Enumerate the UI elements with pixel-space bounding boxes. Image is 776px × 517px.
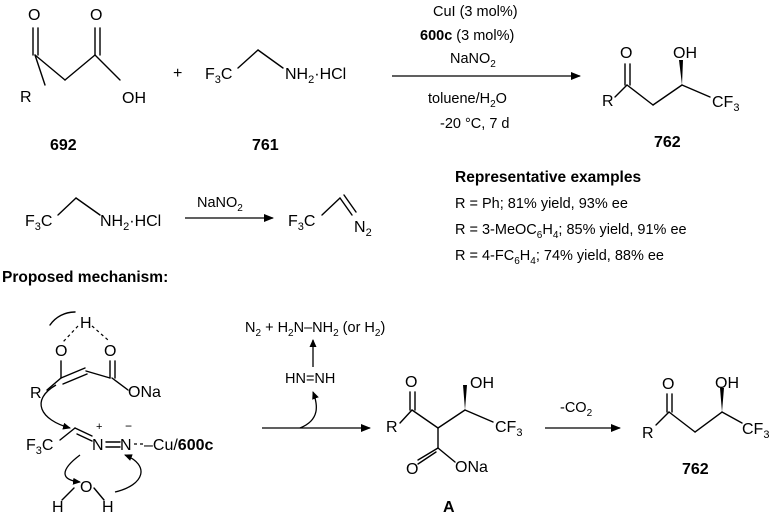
svg-text:OH: OH — [673, 45, 697, 62]
label-762: 762 — [654, 134, 681, 151]
example-2: R = 3-MeOC6H4; 85% yield, 91% ee — [455, 222, 687, 241]
compound-692: O R O OH 692 — [20, 7, 146, 154]
final-product-762: O R OH CF3 762 — [642, 375, 769, 478]
svg-text:OH: OH — [715, 375, 739, 392]
svg-text:F3C: F3C — [25, 213, 52, 233]
svg-text:O: O — [620, 45, 632, 62]
svg-text:O: O — [406, 461, 418, 478]
svg-text:−: − — [125, 419, 132, 433]
svg-text:O: O — [104, 343, 116, 360]
svg-text:–Cu/600c: –Cu/600c — [144, 437, 213, 454]
mechanism-heading: Proposed mechanism: — [2, 269, 168, 286]
svg-text:OH: OH — [470, 375, 494, 392]
label-761: 761 — [252, 137, 279, 154]
svg-text:R: R — [642, 425, 654, 442]
svg-text:CF3: CF3 — [742, 421, 769, 441]
svg-text:O: O — [405, 374, 417, 391]
compound-761: F3C NH2·HCl 761 — [205, 49, 346, 154]
label-A: A — [443, 499, 455, 516]
label-692: 692 — [50, 137, 77, 154]
compound-762: O R OH CF3 762 — [602, 45, 739, 151]
svg-text:NaNO2: NaNO2 — [197, 195, 243, 214]
svg-text:F3C: F3C — [205, 66, 232, 86]
svg-text:ONa: ONa — [455, 459, 488, 476]
plus-sign: + — [173, 65, 182, 82]
examples-heading: Representative examples — [455, 169, 641, 186]
svg-text:toluene/H2O: toluene/H2O — [428, 91, 507, 110]
svg-text:H: H — [80, 315, 92, 332]
svg-text:O: O — [90, 7, 102, 24]
svg-text:H: H — [52, 499, 64, 516]
svg-text:-20 °C, 7 d: -20 °C, 7 d — [440, 116, 509, 132]
diazo-formation: F3C NH2·HCl NaNO2 F3C N2 — [25, 194, 372, 239]
intermediate-A: O R OH CF3 O ONa A — [386, 374, 522, 516]
svg-text:O: O — [55, 343, 67, 360]
svg-text:OH: OH — [122, 90, 146, 107]
svg-text:F3C: F3C — [26, 437, 53, 457]
diazene: HN=NH — [285, 371, 335, 387]
svg-text:F3C: F3C — [288, 213, 315, 233]
svg-text:O: O — [662, 376, 674, 393]
svg-text:NaNO2: NaNO2 — [450, 51, 496, 70]
svg-text:CuI (3 mol%): CuI (3 mol%) — [433, 4, 518, 20]
svg-text:R: R — [30, 385, 42, 402]
svg-text:+: + — [96, 421, 102, 433]
svg-text:O: O — [28, 7, 40, 24]
svg-text:N2 + H2N–NH2 (or H2): N2 + H2N–NH2 (or H2) — [245, 320, 385, 339]
svg-text:NH2·HCl: NH2·HCl — [100, 213, 161, 233]
svg-text:R: R — [386, 419, 398, 436]
svg-text:N2: N2 — [354, 219, 372, 239]
svg-text:CF3: CF3 — [712, 94, 739, 114]
example-1: R = Ph; 81% yield, 93% ee — [455, 196, 628, 212]
reaction-conditions: CuI (3 mol%) 600c (3 mol%) NaNO2 toluene… — [392, 4, 581, 132]
decarboxylation: -CO2 — [545, 400, 621, 432]
svg-text:O: O — [80, 479, 92, 496]
example-3: R = 4-FC6H4; 74% yield, 88% ee — [455, 248, 664, 267]
representative-examples: Representative examples R = Ph; 81% yiel… — [455, 169, 687, 267]
svg-text:R: R — [602, 93, 614, 110]
enolate-cu-complex: H O O R ONa F3C N + N − –Cu/600c H O H — [26, 311, 213, 516]
byproducts: N2 + H2N–NH2 (or H2) HN=NH — [245, 320, 385, 432]
svg-text:CF3: CF3 — [495, 419, 522, 439]
svg-text:NH2·HCl: NH2·HCl — [285, 66, 346, 86]
svg-text:N: N — [92, 437, 104, 454]
svg-text:-CO2: -CO2 — [560, 400, 593, 419]
svg-text:N: N — [120, 437, 132, 454]
svg-text:ONa: ONa — [128, 384, 161, 401]
svg-text:600c (3 mol%): 600c (3 mol%) — [420, 28, 514, 44]
label-762-final: 762 — [682, 461, 709, 478]
svg-text:R: R — [20, 89, 32, 106]
svg-text:H: H — [102, 499, 114, 516]
